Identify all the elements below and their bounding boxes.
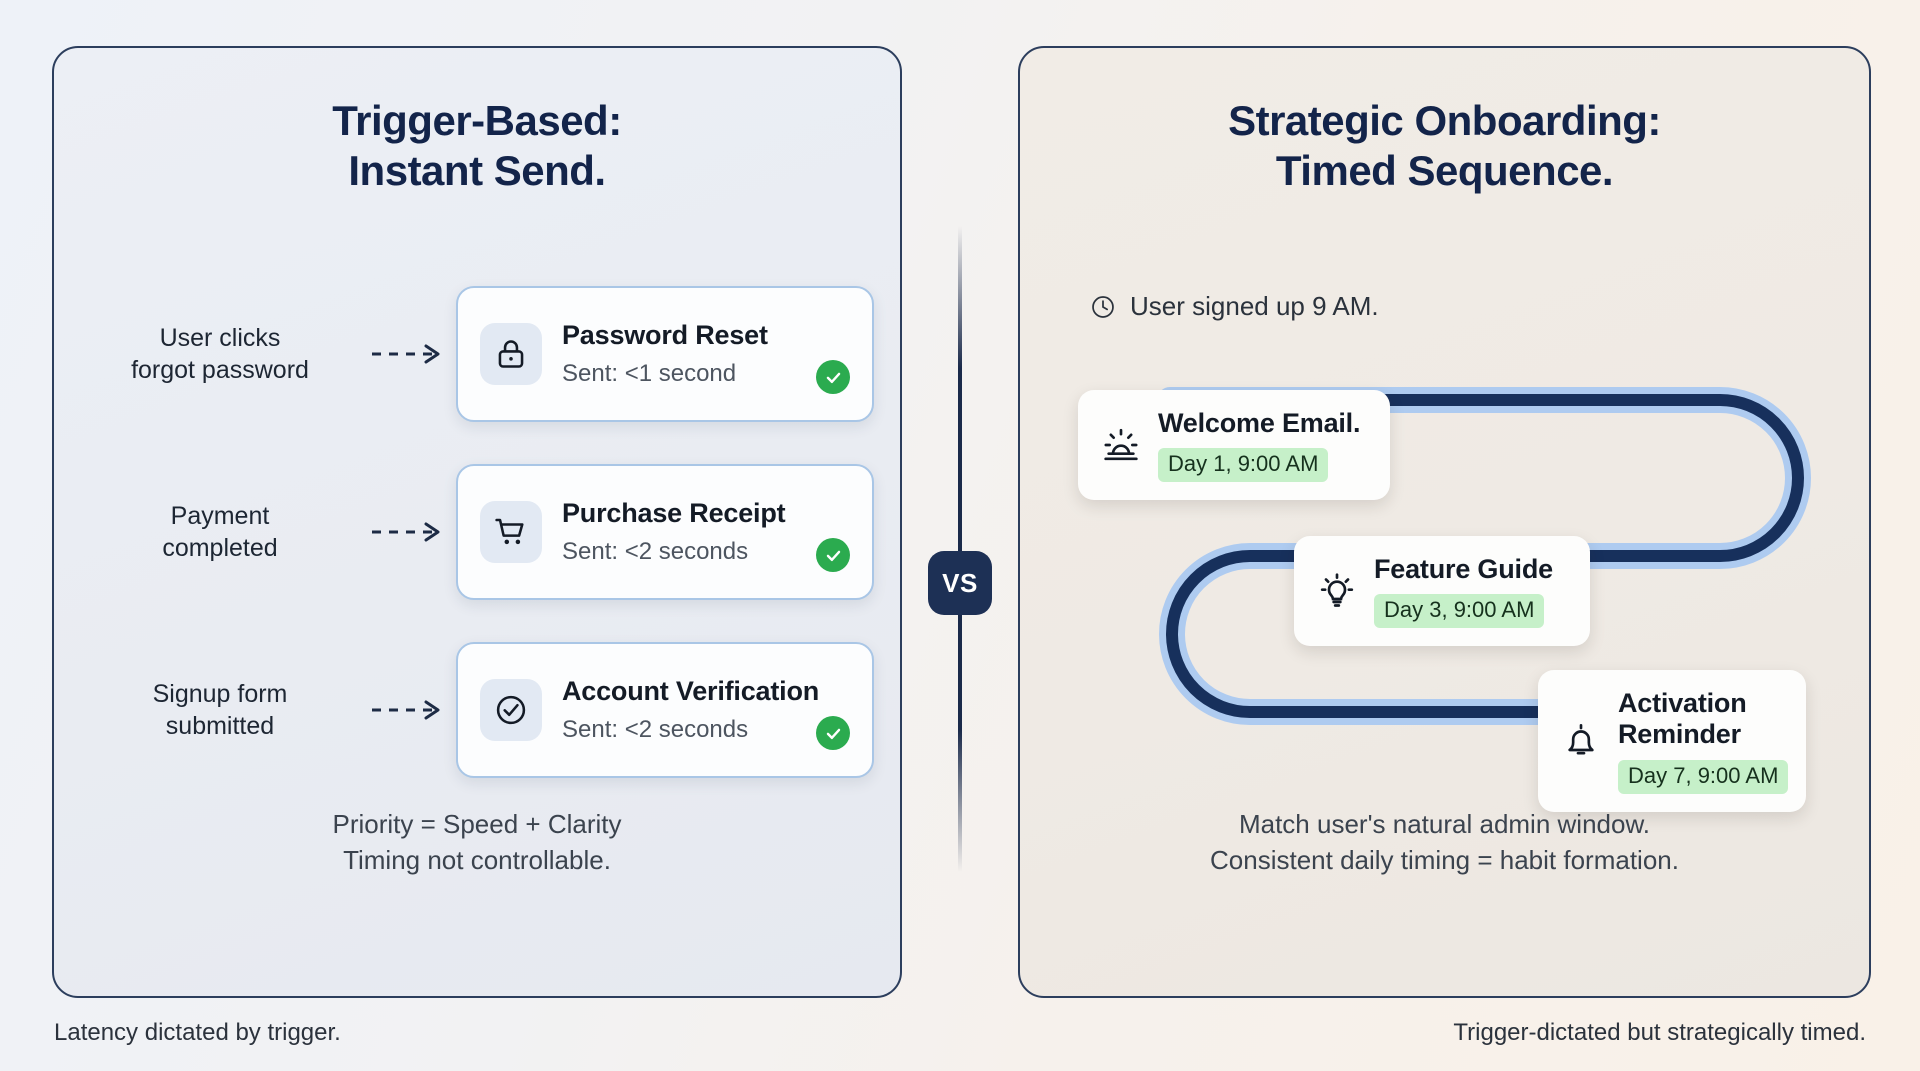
lock-icon	[480, 323, 542, 385]
sequence-flow: Welcome Email. Day 1, 9:00 AM Feature Gu…	[1020, 328, 1873, 812]
trigger-label-line1: Signup form	[152, 680, 288, 708]
sequence-card-activation-reminder[interactable]: Activation Reminder Day 7, 9:00 AM	[1538, 670, 1806, 812]
email-card-title: Purchase Receipt	[562, 498, 786, 528]
sequence-card-body: Welcome Email. Day 1, 9:00 AM	[1158, 408, 1360, 482]
bell-icon	[1558, 721, 1604, 761]
vs-badge: VS	[928, 551, 992, 615]
left-panel-footer: Priority = Speed + Clarity Timing not co…	[54, 807, 900, 878]
right-panel-footer: Match user's natural admin window. Consi…	[1020, 807, 1869, 878]
email-card-subtitle: Sent: <2 seconds	[562, 538, 749, 565]
caption-left: Latency dictated by trigger.	[54, 1019, 341, 1046]
email-card-body: Purchase Receipt Sent: <2 seconds	[562, 498, 852, 566]
right-title-line2: Timed Sequence.	[1275, 147, 1614, 195]
signup-note-text: User signed up 9 AM.	[1130, 291, 1379, 321]
email-card[interactable]: Account Verification Sent: <2 seconds	[456, 642, 874, 778]
dashed-arrow-icon	[364, 521, 456, 543]
sequence-card-badge: Day 1, 9:00 AM	[1158, 447, 1329, 482]
shopping-cart-icon	[480, 501, 542, 563]
check-icon	[816, 538, 850, 572]
trigger-label: Signup form submitted	[54, 678, 364, 742]
sequence-card-welcome-email[interactable]: Welcome Email. Day 1, 9:00 AM	[1078, 390, 1390, 500]
email-card-subtitle: Sent: <2 seconds	[562, 716, 749, 743]
right-footer-line1: Match user's natural admin window.	[1238, 809, 1651, 840]
panel-trigger-based: Trigger-Based: Instant Send. User clicks…	[52, 46, 902, 998]
sequence-card-body: Activation Reminder Day 7, 9:00 AM	[1618, 688, 1789, 794]
email-card-subtitle: Sent: <1 second	[562, 360, 737, 387]
sequence-card-title: Activation Reminder	[1618, 688, 1747, 750]
sequence-card-badge: Day 3, 9:00 AM	[1374, 593, 1545, 628]
left-title-line2: Instant Send.	[348, 147, 606, 195]
trigger-row: Payment completed	[54, 458, 900, 606]
email-card-title: Password Reset	[562, 320, 768, 350]
trigger-label: Payment completed	[54, 500, 364, 564]
clock-icon	[1090, 294, 1116, 320]
right-title-line1: Strategic Onboarding:	[1228, 97, 1661, 144]
sequence-card-body: Feature Guide Day 3, 9:00 AM	[1374, 554, 1553, 628]
left-panel-title: Trigger-Based: Instant Send.	[54, 48, 900, 197]
signup-note: User signed up 9 AM.	[1090, 291, 1379, 322]
trigger-row: User clicks forgot password	[54, 280, 900, 428]
dashed-arrow-icon	[364, 343, 456, 365]
email-card-body: Password Reset Sent: <1 second	[562, 320, 852, 388]
trigger-label-line2: forgot password	[131, 356, 309, 384]
email-card[interactable]: Purchase Receipt Sent: <2 seconds	[456, 464, 874, 600]
caption-right: Trigger-dictated but strategically timed…	[1453, 1019, 1866, 1046]
left-footer-line1: Priority = Speed + Clarity	[332, 809, 622, 840]
right-panel-title: Strategic Onboarding: Timed Sequence.	[1020, 48, 1869, 197]
trigger-row: Signup form submitted	[54, 636, 900, 784]
right-footer-line2: Consistent daily timing = habit formatio…	[1210, 844, 1679, 875]
check-icon	[816, 716, 850, 750]
trigger-rows: User clicks forgot password	[54, 280, 900, 784]
trigger-label-line1: User clicks	[159, 324, 281, 352]
check-circle-icon	[480, 679, 542, 741]
vs-divider-line	[958, 226, 962, 872]
email-card[interactable]: Password Reset Sent: <1 second	[456, 286, 874, 422]
sunrise-icon	[1098, 425, 1144, 465]
check-icon	[816, 360, 850, 394]
trigger-label-line1: Payment	[170, 502, 270, 530]
panels-container: Trigger-Based: Instant Send. User clicks…	[0, 46, 1920, 998]
trigger-label-line2: submitted	[165, 712, 275, 740]
panel-strategic-onboarding: Strategic Onboarding: Timed Sequence. Us…	[1018, 46, 1871, 998]
sequence-card-feature-guide[interactable]: Feature Guide Day 3, 9:00 AM	[1294, 536, 1590, 646]
email-card-body: Account Verification Sent: <2 seconds	[562, 676, 852, 744]
sequence-card-badge: Day 7, 9:00 AM	[1618, 759, 1789, 794]
sequence-card-title: Feature Guide	[1374, 554, 1553, 584]
lightbulb-icon	[1314, 571, 1360, 611]
trigger-label: User clicks forgot password	[54, 322, 364, 386]
email-card-title: Account Verification	[562, 676, 820, 706]
sequence-card-title: Welcome Email.	[1158, 408, 1361, 438]
left-title-line1: Trigger-Based:	[332, 97, 622, 144]
left-footer-line2: Timing not controllable.	[343, 844, 611, 875]
dashed-arrow-icon	[364, 699, 456, 721]
trigger-label-line2: completed	[162, 534, 278, 562]
